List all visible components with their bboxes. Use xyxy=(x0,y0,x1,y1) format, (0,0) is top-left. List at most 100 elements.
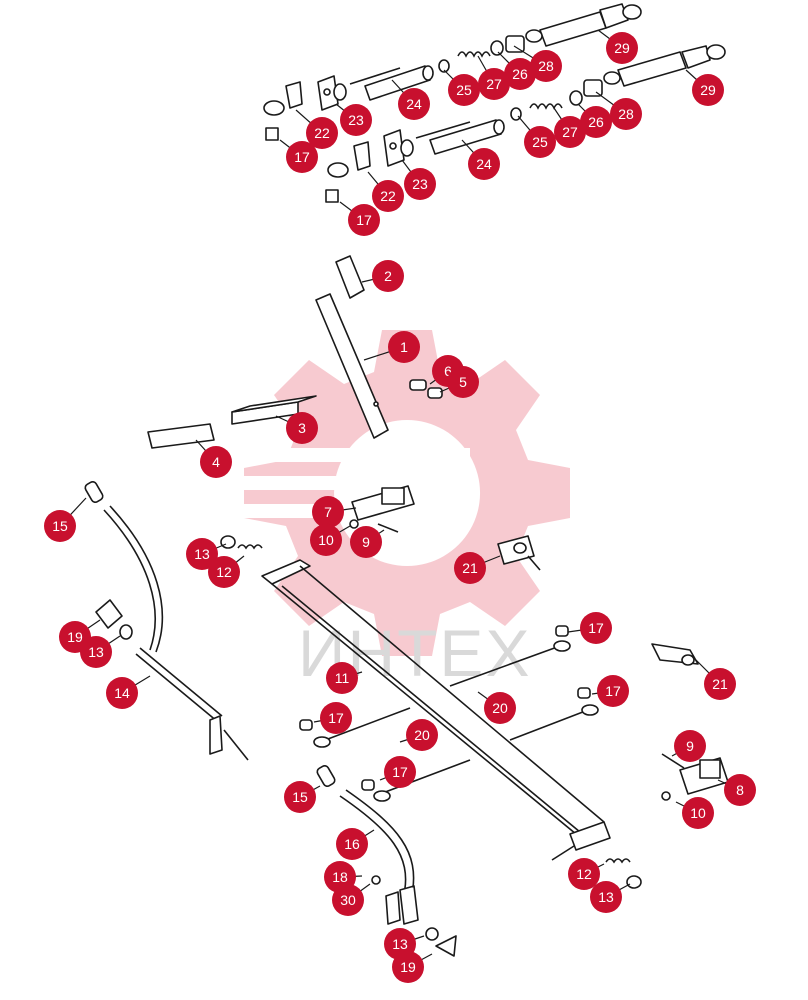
part-number-badge-20: 20 xyxy=(406,719,438,751)
watermark-stripes xyxy=(240,448,470,518)
badge-circle xyxy=(484,692,516,724)
part-number-badge-11: 11 xyxy=(326,662,358,694)
badge-label: 7 xyxy=(324,504,332,520)
badge-circle xyxy=(336,828,368,860)
badge-label: 9 xyxy=(686,738,694,754)
badge-circle xyxy=(704,668,736,700)
badge-circle xyxy=(447,366,479,398)
part-number-badge-29: 29 xyxy=(692,74,724,106)
badge-circle xyxy=(348,204,380,236)
badge-label: 27 xyxy=(486,76,502,92)
part-number-badge-21: 21 xyxy=(704,668,736,700)
badge-circle xyxy=(372,180,404,212)
part-number-badge-1: 1 xyxy=(388,331,420,363)
badge-label: 10 xyxy=(690,805,706,821)
badge-label: 8 xyxy=(736,782,744,798)
badge-label: 27 xyxy=(562,124,578,140)
part-number-badge-5: 5 xyxy=(447,366,479,398)
part-number-badge-30: 30 xyxy=(332,884,364,916)
callout-badges: 2929282627252826272524242323222217172165… xyxy=(44,32,756,983)
badge-label: 4 xyxy=(212,454,220,470)
badge-label: 22 xyxy=(314,125,330,141)
part-number-badge-3: 3 xyxy=(286,412,318,444)
part-number-badge-7: 7 xyxy=(312,496,344,528)
badge-circle xyxy=(724,774,756,806)
badge-circle xyxy=(388,331,420,363)
right-side-parts xyxy=(605,643,729,889)
part-number-badge-17: 17 xyxy=(286,141,318,173)
part-number-badge-13: 13 xyxy=(590,881,622,913)
part-number-badge-13: 13 xyxy=(80,636,112,668)
badge-label: 23 xyxy=(412,176,428,192)
badge-label: 16 xyxy=(344,836,360,852)
badge-label: 1 xyxy=(400,339,408,355)
badge-label: 26 xyxy=(588,114,604,130)
badge-label: 17 xyxy=(294,149,310,165)
badge-label: 26 xyxy=(512,66,528,82)
badge-label: 12 xyxy=(576,866,592,882)
badge-label: 11 xyxy=(335,670,350,686)
badge-label: 13 xyxy=(392,936,408,952)
cylinder-assembly-lower xyxy=(325,44,726,203)
right-lever xyxy=(316,765,457,957)
badge-circle xyxy=(186,538,218,570)
badge-circle xyxy=(580,106,612,138)
badge-label: 24 xyxy=(476,156,492,172)
badge-label: 22 xyxy=(380,188,396,204)
badge-label: 5 xyxy=(459,374,467,390)
part-number-badge-17: 17 xyxy=(320,702,352,734)
badge-label: 21 xyxy=(712,676,728,692)
badge-label: 29 xyxy=(700,82,716,98)
badge-label: 13 xyxy=(194,546,210,562)
part-number-badge-9: 9 xyxy=(674,730,706,762)
part-number-badge-10: 10 xyxy=(310,524,342,556)
badge-circle xyxy=(590,881,622,913)
badge-label: 17 xyxy=(392,764,408,780)
badge-label: 12 xyxy=(216,564,232,580)
badge-circle xyxy=(326,662,358,694)
badge-label: 3 xyxy=(298,420,306,436)
part-number-badge-19: 19 xyxy=(392,951,424,983)
part-number-badge-14: 14 xyxy=(106,677,138,709)
part-number-badge-15: 15 xyxy=(284,781,316,813)
badge-label: 17 xyxy=(328,710,344,726)
badge-circle xyxy=(80,636,112,668)
left-lever xyxy=(84,481,263,761)
badge-label: 17 xyxy=(588,620,604,636)
tie-rods xyxy=(299,625,599,802)
badge-label: 13 xyxy=(598,889,614,905)
badge-label: 30 xyxy=(340,892,356,908)
part-number-badge-27: 27 xyxy=(478,68,510,100)
badge-label: 29 xyxy=(614,40,630,56)
watermark-logo: ИНТЕХ xyxy=(240,330,570,690)
badge-label: 17 xyxy=(356,212,372,228)
badge-circle xyxy=(384,756,416,788)
cylinder-assembly-upper xyxy=(263,3,642,141)
badge-circle xyxy=(674,730,706,762)
badge-circle xyxy=(610,98,642,130)
badge-label: 15 xyxy=(52,518,68,534)
part-number-badge-28: 28 xyxy=(530,50,562,82)
badge-circle xyxy=(692,74,724,106)
part-number-badge-17: 17 xyxy=(580,612,612,644)
badge-label: 6 xyxy=(444,363,452,379)
badge-circle xyxy=(44,510,76,542)
badge-label: 2 xyxy=(384,268,392,284)
badge-circle xyxy=(284,781,316,813)
part-number-badge-23: 23 xyxy=(340,104,372,136)
badge-label: 25 xyxy=(456,82,472,98)
badge-circle xyxy=(200,446,232,478)
badge-label: 19 xyxy=(400,959,416,975)
part-number-badge-26: 26 xyxy=(504,58,536,90)
part-number-badge-8: 8 xyxy=(724,774,756,806)
badge-label: 9 xyxy=(362,534,370,550)
part-number-badge-23: 23 xyxy=(404,168,436,200)
badge-circle xyxy=(580,612,612,644)
part-number-badge-17: 17 xyxy=(348,204,380,236)
part-number-badge-17: 17 xyxy=(384,756,416,788)
badge-circle xyxy=(448,74,480,106)
part-number-badge-25: 25 xyxy=(524,126,556,158)
part-number-badge-27: 27 xyxy=(554,116,586,148)
badge-label: 14 xyxy=(114,685,130,701)
